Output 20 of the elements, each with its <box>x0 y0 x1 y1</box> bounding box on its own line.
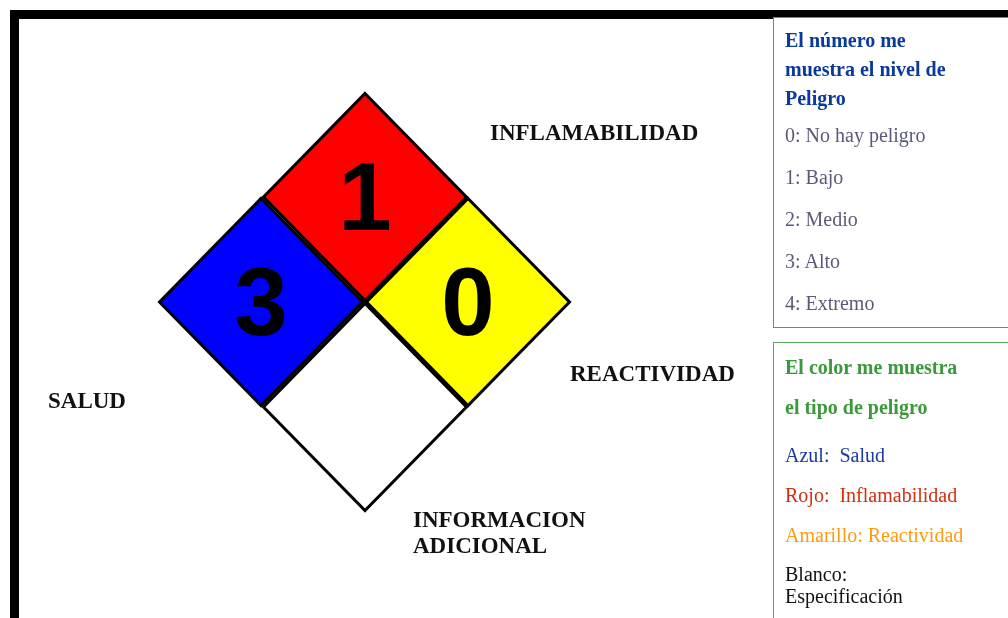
info-panel <box>773 342 1008 618</box>
hazard-rating-number: 1 <box>338 149 392 245</box>
category-label: INFORMACION ADICIONAL <box>413 507 587 559</box>
key-entry: 4: Extremo <box>785 291 875 315</box>
key-entry: 0: No hay peligro <box>785 123 926 147</box>
info-panel <box>773 17 1008 328</box>
key-entry: Blanco: Especificación <box>785 563 904 607</box>
key-entry: 2: Medio <box>785 207 858 231</box>
hazard-rating-number: 3 <box>234 254 288 350</box>
key-entry: Amarillo: Reactividad <box>785 523 964 547</box>
key-entry: 1: Bajo <box>785 165 844 189</box>
key-entry: Azul: Salud <box>785 443 885 467</box>
panel-heading: El color me muestra el tipo de peligro <box>785 355 959 421</box>
category-label: INFLAMABILIDAD <box>490 120 699 146</box>
hazard-rating-number: 0 <box>441 254 495 350</box>
category-label: REACTIVIDAD <box>570 361 735 387</box>
key-entry: Rojo: Inflamabilidad <box>785 483 958 507</box>
panel-heading: El número me muestra el nivel de Peligro <box>785 28 947 112</box>
key-entry: 3: Alto <box>785 249 840 273</box>
category-label: SALUD <box>48 388 126 414</box>
